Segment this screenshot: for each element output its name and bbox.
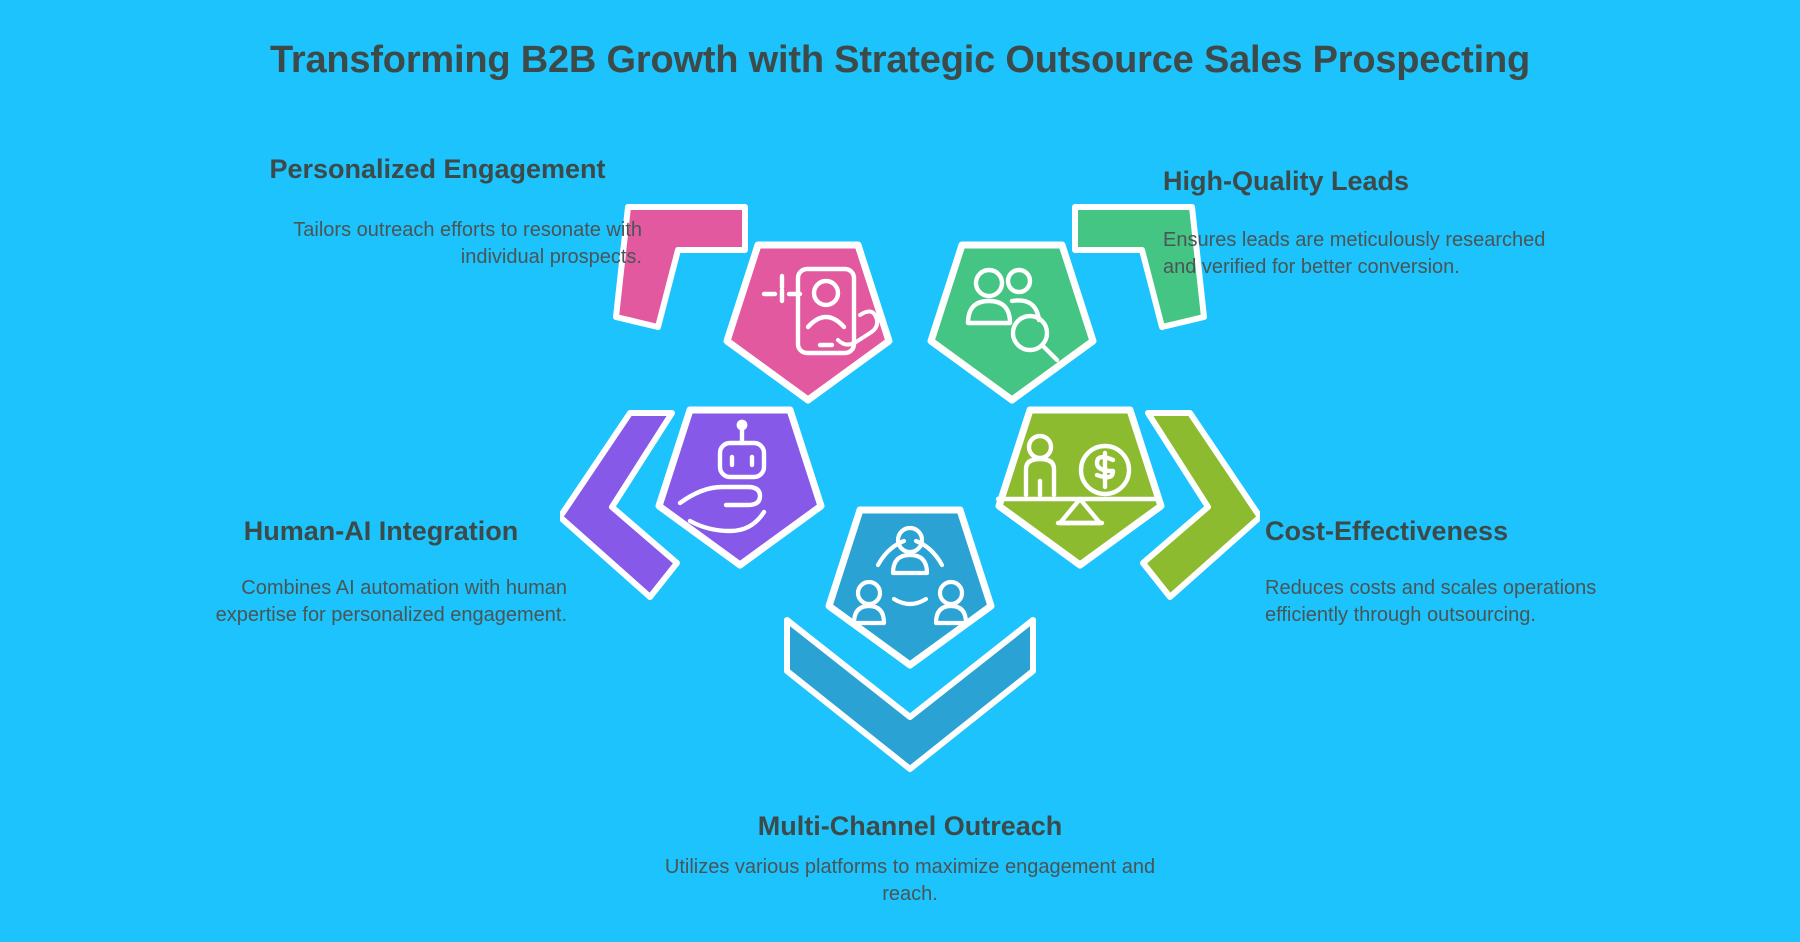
node-text-cost-effectiveness: Cost-Effectiveness Reduces costs and sca… xyxy=(1265,515,1645,630)
node-body: Combines AI automation with human expert… xyxy=(215,576,567,627)
node-text-multi-channel-outreach: Multi-Channel Outreach Utilizes various … xyxy=(650,810,1170,909)
arm-personalized-engagement xyxy=(613,204,748,330)
node-text-personalized-engagement: Personalized Engagement Tailors outreach… xyxy=(215,153,660,272)
hand-robot-icon xyxy=(677,419,767,534)
node-heading: Personalized Engagement xyxy=(269,154,606,184)
people-network-icon xyxy=(851,525,969,626)
pentagon-multi-channel-outreach[interactable] xyxy=(825,506,995,669)
pentagon-cost-effectiveness[interactable] xyxy=(995,406,1165,569)
arm-multi-channel-outreach xyxy=(784,617,1036,772)
pentagon-radial-diagram xyxy=(560,204,1260,772)
node-text-high-quality-leads: High-Quality Leads Ensures leads are met… xyxy=(1163,165,1563,282)
node-text-human-ai-integration: Human-AI Integration Combines AI automat… xyxy=(195,515,567,630)
node-heading: Cost-Effectiveness xyxy=(1265,516,1509,546)
node-heading: High-Quality Leads xyxy=(1163,166,1410,196)
node-body: Reduces costs and scales operations effi… xyxy=(1265,576,1597,627)
arm-human-ai-integration xyxy=(560,410,680,600)
smartphone-person-sparkle-icon xyxy=(761,266,880,356)
people-search-icon xyxy=(965,267,1060,363)
seesaw-person-dollar-icon xyxy=(995,433,1163,526)
node-body: Utilizes various platforms to maximize e… xyxy=(664,855,1156,906)
page-title: Transforming B2B Growth with Strategic O… xyxy=(269,39,1531,81)
node-body: Tailors outreach efforts to resonate wit… xyxy=(293,218,642,269)
arm-high-quality-leads xyxy=(1072,204,1207,330)
pentagon-human-ai-integration[interactable] xyxy=(655,406,825,569)
node-heading: Human-AI Integration xyxy=(243,516,519,546)
pentagon-personalized-engagement[interactable] xyxy=(723,241,893,404)
node-body: Ensures leads are meticulously researche… xyxy=(1163,228,1546,279)
arm-cost-effectiveness xyxy=(1140,410,1260,600)
pentagon-high-quality-leads[interactable] xyxy=(927,241,1097,404)
node-heading: Multi-Channel Outreach xyxy=(757,811,1063,841)
